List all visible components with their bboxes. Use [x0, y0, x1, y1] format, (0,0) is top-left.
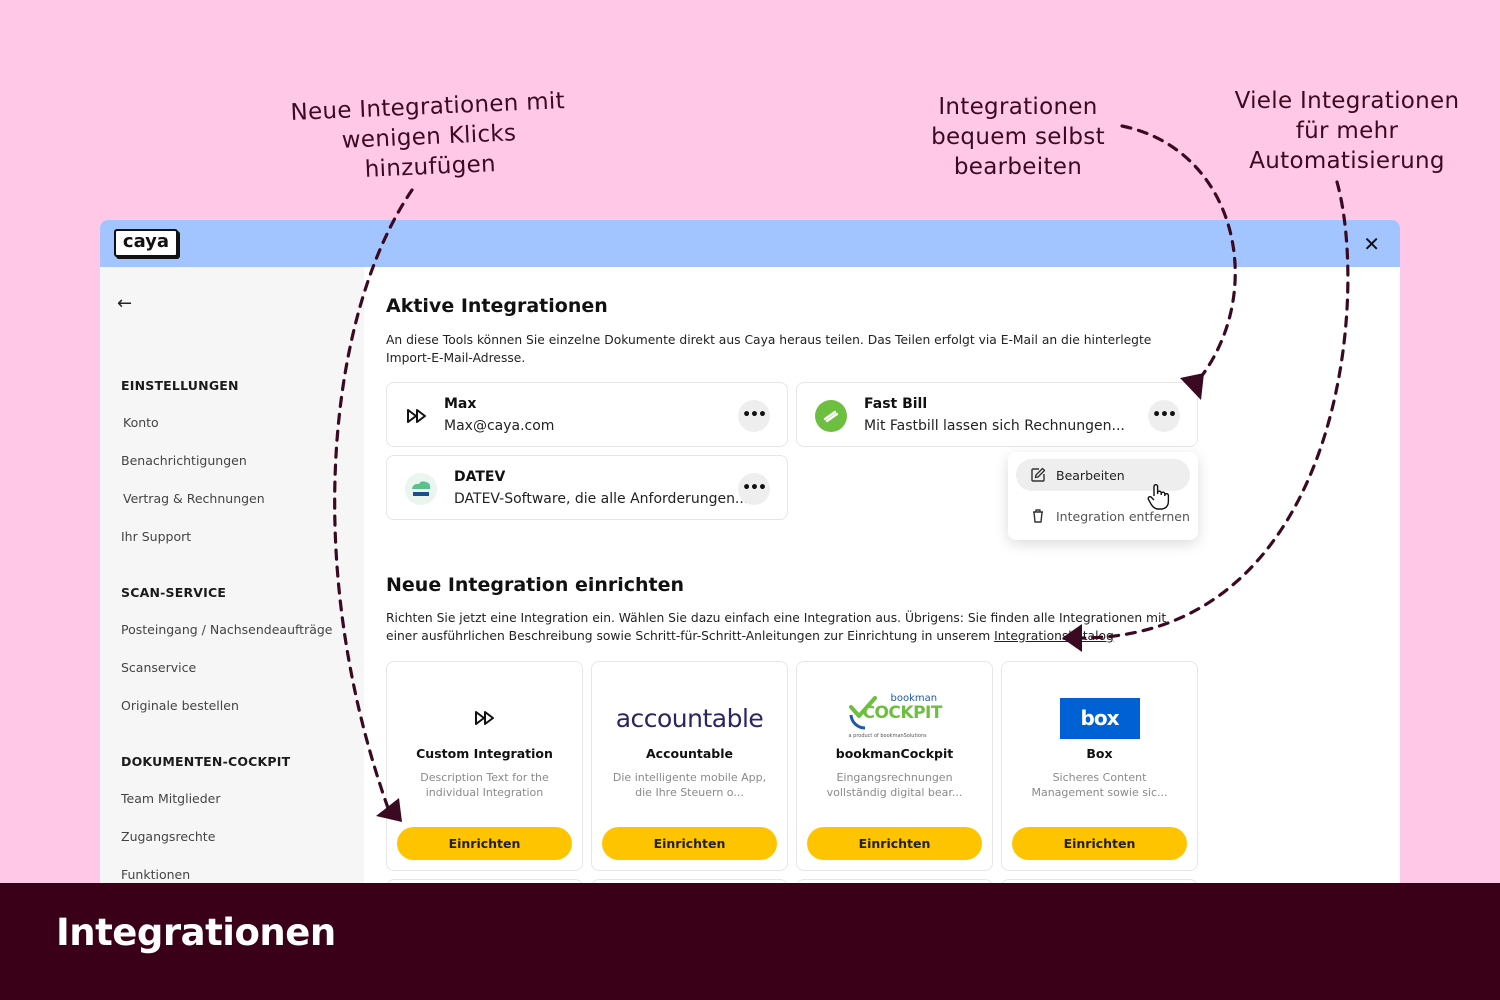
integration-detail: DATEV-Software, die alle Anforderungen..…	[454, 491, 749, 507]
catalog-card-name: bookmanCockpit	[835, 746, 954, 761]
sidebar-item-benachrichtigungen[interactable]: Benachrichtigungen	[121, 453, 247, 468]
cockpit-logo-text: COCKPIT	[862, 703, 943, 723]
trash-icon	[1030, 508, 1048, 524]
sidebar-item-funktionen[interactable]: Funktionen	[121, 867, 191, 882]
fastbill-logo-icon	[815, 400, 847, 432]
sidebar-item-posteingang[interactable]: Posteingang / Nachsendeaufträge	[121, 622, 333, 637]
sidebar-item-zugangsrechte[interactable]: Zugangsrechte	[121, 829, 216, 844]
accountable-logo: accountable	[592, 690, 787, 746]
arrow-left-icon[interactable]: ←	[117, 293, 133, 314]
menu-item-edit-label: Bearbeiten	[1056, 467, 1125, 483]
close-icon[interactable]: ✕	[1363, 232, 1380, 256]
catalog-card-name: Accountable	[646, 746, 733, 761]
integration-card-datev[interactable]: DATEV DATEV-Software, die alle Anforderu…	[386, 455, 788, 520]
footer-banner: Integrationen	[0, 883, 1500, 1000]
accountable-logo-text: accountable	[615, 703, 764, 733]
annotation-more-automation: Viele Integrationen für mehr Automatisie…	[1234, 88, 1460, 174]
setup-button[interactable]: Einrichten	[1012, 827, 1187, 860]
annotation-edit-integrations: Integrationen bequem selbst bearbeiten	[931, 94, 1105, 180]
bookman-logo-small: bookman	[890, 693, 938, 704]
catalog-card-name: Box	[1086, 746, 1113, 761]
sidebar-item-vertrag[interactable]: Vertrag & Rechnungen	[123, 491, 265, 506]
app-window: caya ✕ ← EINSTELLUNGEN Konto Benachricht…	[100, 220, 1400, 900]
integrations-catalog-link[interactable]: Integrationskatalog	[994, 629, 1114, 643]
new-integration-title: Neue Integration einrichten	[386, 574, 685, 596]
integration-name: Fast Bill	[864, 396, 928, 412]
new-integration-description: Richten Sie jetzt eine Integration ein. …	[386, 609, 1196, 645]
sidebar: ← EINSTELLUNGEN Konto Benachrichtigungen…	[100, 267, 364, 900]
setup-button[interactable]: Einrichten	[397, 827, 572, 860]
bookman-cockpit-logo: bookman COCKPIT a product of bookmanSolu…	[797, 690, 992, 746]
catalog-card-accountable: accountable Accountable Die intelligente…	[591, 661, 788, 871]
sidebar-item-scanservice[interactable]: Scanservice	[121, 660, 197, 675]
active-integrations-description: An diese Tools können Sie einzelne Dokum…	[386, 333, 1152, 365]
hand-cursor-icon	[1146, 483, 1172, 515]
active-integrations-title: Aktive Integrationen	[386, 295, 608, 317]
fast-forward-icon	[387, 690, 582, 746]
annotation-add-integrations: Neue Integrationen mit wenigen Klicks hi…	[289, 88, 566, 183]
integration-name: DATEV	[454, 469, 506, 485]
sidebar-item-team[interactable]: Team Mitglieder	[121, 791, 221, 806]
setup-button[interactable]: Einrichten	[807, 827, 982, 860]
integration-card-max[interactable]: Max Max@caya.com •••	[386, 382, 788, 447]
box-logo: box	[1002, 690, 1197, 746]
setup-button[interactable]: Einrichten	[602, 827, 777, 860]
catalog-card-box: box Box Sicheres Content Management sowi…	[1001, 661, 1198, 871]
catalog-card-description: Sicheres Content Management sowie sic...	[1031, 771, 1168, 799]
pencil-icon	[1030, 467, 1048, 483]
sidebar-item-konto[interactable]: Konto	[123, 415, 159, 430]
catalog-card-description: Die intelligente mobile App, die Ihre St…	[612, 771, 767, 799]
integration-detail: Max@caya.com	[444, 418, 555, 434]
sidebar-section-dokumenten-cockpit: DOKUMENTEN-COCKPIT	[121, 754, 291, 769]
title-bar: caya ✕	[100, 220, 1400, 267]
integration-card-fastbill[interactable]: Fast Bill Mit Fastbill lassen sich Rechn…	[796, 382, 1198, 447]
sidebar-section-scan-service: SCAN-SERVICE	[121, 585, 227, 600]
fast-forward-icon	[403, 402, 431, 430]
sidebar-section-einstellungen: EINSTELLUNGEN	[121, 378, 239, 393]
more-options-button[interactable]: •••	[1148, 400, 1180, 432]
more-options-button[interactable]: •••	[738, 400, 770, 432]
main-content: Aktive Integrationen An diese Tools könn…	[386, 267, 1400, 900]
datev-logo-icon	[405, 473, 437, 505]
catalog-card-name: Custom Integration	[416, 746, 553, 761]
catalog-card-custom: Custom Integration Description Text for …	[386, 661, 583, 871]
catalog-card-description: Description Text for the individual Inte…	[420, 771, 549, 799]
new-integration-description-text: Richten Sie jetzt eine Integration ein. …	[386, 611, 1167, 643]
footer-title: Integrationen	[56, 911, 336, 954]
integration-name: Max	[444, 396, 477, 412]
sidebar-item-support[interactable]: Ihr Support	[121, 529, 192, 544]
sidebar-item-originale[interactable]: Originale bestellen	[121, 698, 239, 713]
caya-logo: caya	[114, 229, 178, 257]
bookman-logo-tagline: a product of bookmanSolutions	[848, 733, 927, 739]
catalog-card-bookmancockpit: bookman COCKPIT a product of bookmanSolu…	[796, 661, 993, 871]
integration-detail: Mit Fastbill lassen sich Rechnungen...	[864, 418, 1125, 434]
more-options-button[interactable]: •••	[738, 473, 770, 505]
box-logo-text: box	[1059, 697, 1140, 739]
catalog-card-description: Eingangsrechnungen vollständig digital b…	[826, 771, 963, 799]
